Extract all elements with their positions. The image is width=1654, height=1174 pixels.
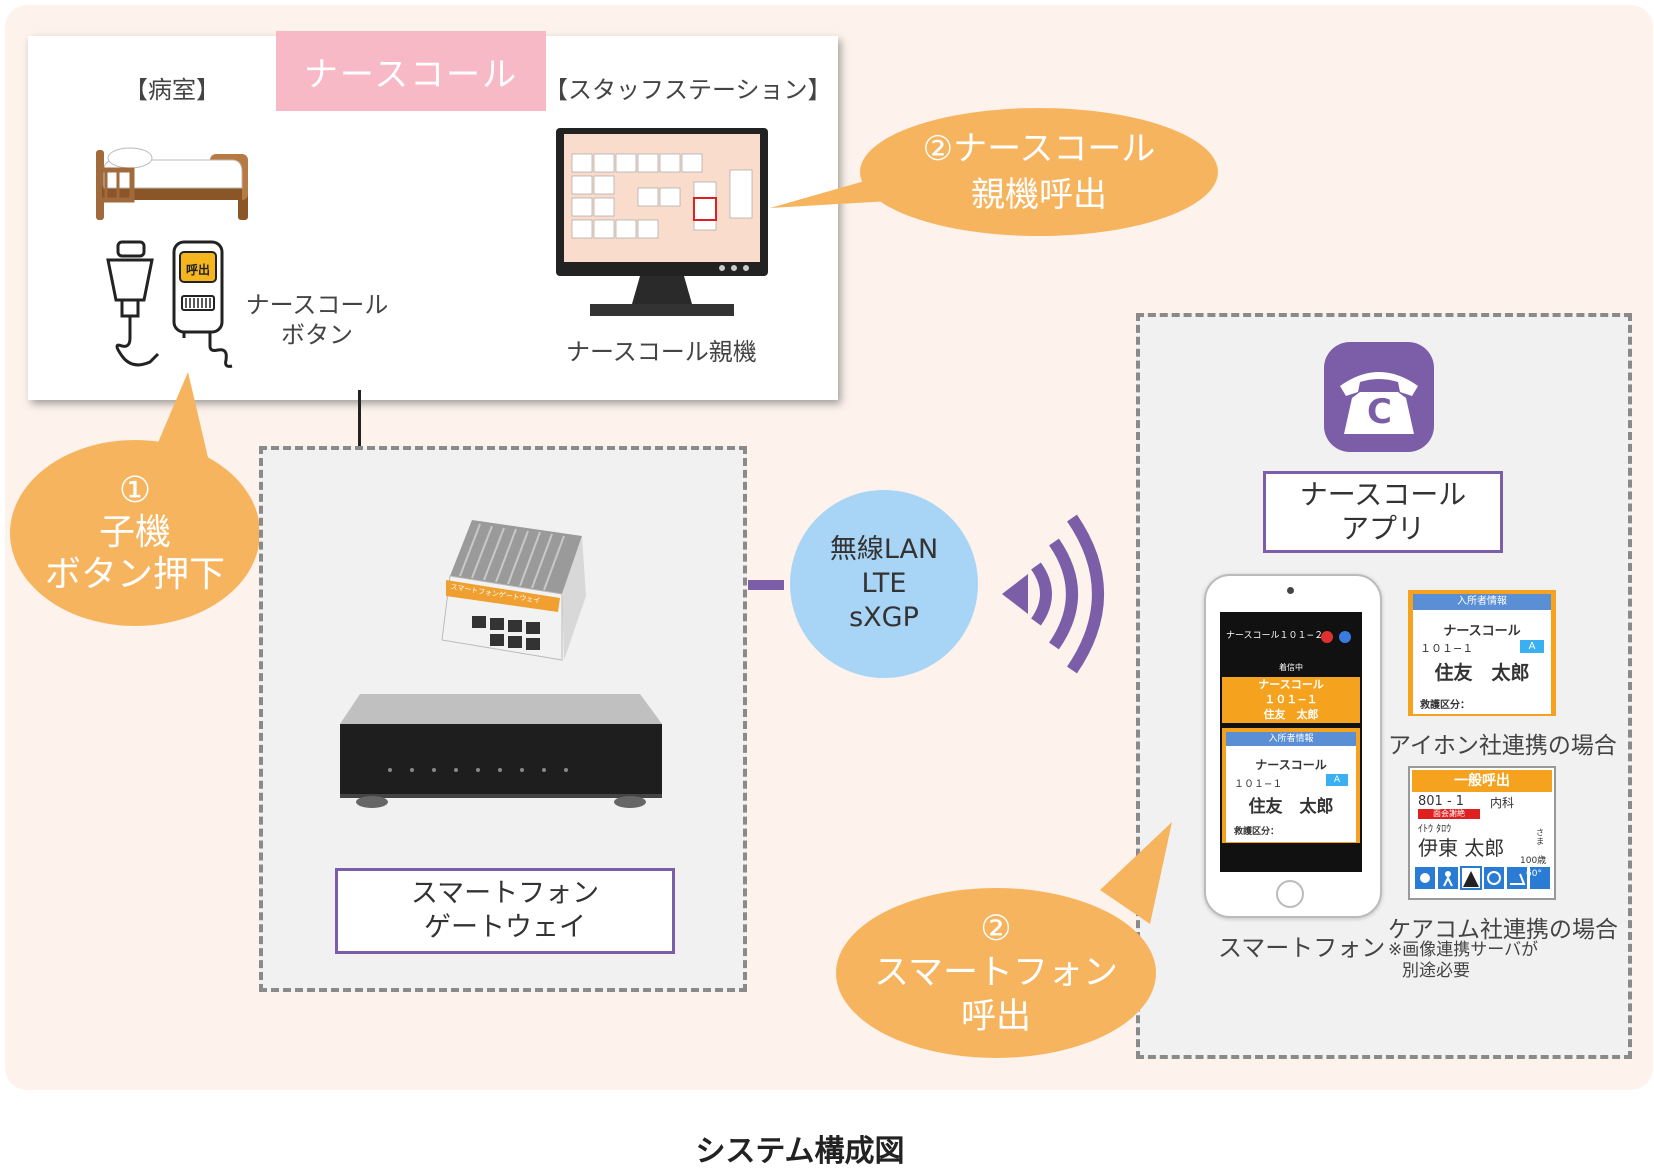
network-line2: LTE: [861, 568, 907, 599]
pendant-call-button-icon: [106, 240, 160, 367]
aiphone-caption: アイホン社連携の場合: [1388, 733, 1617, 759]
aiphone-title: ナースコール: [1443, 624, 1521, 639]
carecom-note-line1: ※画像連携サーバが: [1388, 940, 1539, 960]
phone-call-line2: １０１−１: [1264, 693, 1318, 706]
phone-info-badge: A: [1326, 774, 1348, 786]
nurse-call-header: ナースコール: [276, 31, 546, 111]
bubble-phone-line1: スマートフォン: [874, 953, 1118, 993]
phone-incoming: 着信中: [1279, 663, 1303, 672]
phone-notif-title: ナースコール１０１−２: [1226, 631, 1324, 641]
carecom-angle: 60°: [1526, 869, 1542, 879]
nurse-call-master-label: ナースコール親機: [566, 338, 757, 366]
smartphone-label: スマートフォン: [1218, 934, 1386, 962]
room-label: 【病室】: [124, 76, 220, 104]
accept-icon: [1339, 631, 1351, 643]
carecom-header: 一般呼出: [1412, 770, 1552, 792]
nurse-call-button-label: ナースコール ボタン: [242, 290, 392, 350]
carecom-status-icons: [1415, 866, 1550, 890]
gateway-device-bottom-icon: [340, 694, 662, 808]
staff-station-label: 【スタッフステーション】: [544, 76, 832, 104]
phone-info-title: ナースコール: [1255, 758, 1327, 772]
carecom-note: ※画像連携サーバが 別途必要: [1388, 940, 1538, 982]
app-label-line2: アプリ: [1340, 512, 1425, 545]
aiphone-rescue: 救護区分：: [1420, 700, 1470, 711]
button-label-line1: ナースコール: [245, 291, 389, 319]
button-label-line2: ボタン: [281, 321, 353, 349]
carecom-name: 伊東 太郎: [1418, 836, 1505, 860]
carecom-sama: さま: [1536, 828, 1544, 846]
aiphone-header: 入所者情報: [1413, 594, 1551, 610]
carecom-room: 801 - 1: [1418, 794, 1465, 809]
network-line1: 無線LAN: [829, 534, 939, 565]
bubble-master-line1: ②ナースコール: [922, 129, 1156, 169]
network-circle: 無線LAN LTE sXGP: [790, 490, 978, 678]
bubble-phone-line2: 呼出: [960, 997, 1031, 1037]
diagram-caption: システム構成図: [695, 1134, 905, 1169]
speech-bubble-tail-phone: [1100, 822, 1172, 924]
gateway-label-box: スマートフォン ゲートウェイ: [335, 868, 675, 954]
phone-camera: [1287, 587, 1294, 594]
wireless-signal-icon: [1002, 514, 1104, 674]
connector-line: [358, 390, 361, 448]
network-line3: sXGP: [849, 602, 919, 633]
phone-info-card: [1226, 732, 1356, 842]
aiphone-name: 住友 太郎: [1434, 662, 1530, 684]
carecom-dept: 内科: [1490, 796, 1515, 810]
bubble-step1-num: ①: [118, 470, 152, 511]
call-button-text: 呼出: [185, 263, 210, 277]
phone-app-icon: [1324, 342, 1434, 452]
gateway-device-top-icon: [441, 520, 586, 661]
bubble-step1-line1: 子機: [98, 512, 171, 553]
wall-call-unit-icon: [172, 240, 233, 368]
master-monitor-icon: [556, 128, 768, 316]
app-label-box: ナースコール アプリ: [1263, 471, 1503, 553]
network-connector: [748, 580, 784, 590]
app-label-line1: ナースコール: [1299, 478, 1467, 511]
phone-call-line3: 住友 太郎: [1263, 708, 1319, 721]
bubble-master-call: ②ナースコール 親機呼出: [860, 108, 1218, 236]
phone-home-button: [1276, 880, 1304, 908]
bubble-step1: ① 子機 ボタン押下: [10, 440, 260, 626]
bubble-step1-line2: ボタン押下: [44, 554, 225, 595]
carecom-kana: ｲﾄｳ ﾀﾛｳ: [1418, 824, 1452, 835]
carecom-red-tag: 面会謝絶: [1418, 809, 1480, 819]
phone-call-line1: ナースコール: [1258, 678, 1324, 691]
decline-icon: [1321, 631, 1333, 643]
aiphone-screen: [1413, 594, 1551, 714]
carecom-note-line2: 別途必要: [1402, 961, 1470, 981]
phone-info-header: 入所者情報: [1226, 732, 1356, 746]
app-icon-letter: C: [1367, 392, 1392, 432]
phone-info-name: 住友 太郎: [1248, 797, 1334, 817]
gateway-label-line1: スマートフォン: [410, 878, 600, 909]
aiphone-badge: A: [1520, 640, 1544, 653]
hospital-bed-icon: [96, 147, 248, 220]
carecom-age: 100歳: [1520, 856, 1547, 866]
bubble-master-line2: 親機呼出: [971, 175, 1107, 215]
aiphone-room: １０１−１: [1420, 642, 1474, 655]
bubble-phone-num: ②: [980, 909, 1012, 949]
carecom-caption: ケアコム社連携の場合: [1388, 917, 1618, 943]
gateway-label-line2: ゲートウェイ: [424, 912, 586, 943]
bubble-phone-call: ② スマートフォン 呼出: [836, 888, 1156, 1058]
phone-info-rescue: 救護区分：: [1234, 827, 1280, 837]
phone-info-room: １０１−１: [1234, 779, 1283, 790]
phone-call-banner: ナースコール １０１−１ 住友 太郎: [1222, 677, 1360, 723]
